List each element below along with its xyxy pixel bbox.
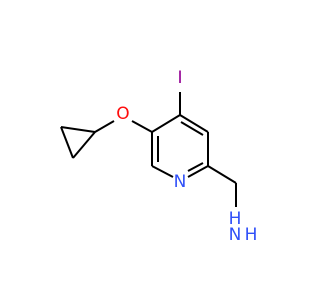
chemical-structure-diagram: I O N H N H: [60, 68, 258, 245]
bond-oxygen-cyclopropyl: [94, 120, 115, 133]
bond-cyclopropyl-a: [60, 126, 96, 133]
bond-c4-c5: [179, 114, 209, 133]
ring-nitrogen-label: N: [174, 172, 187, 192]
iodine-label: I: [177, 68, 182, 88]
bond-n1-c2: [151, 165, 174, 178]
bond-c3-oxygen: [131, 120, 153, 133]
bond-c4-c3: [151, 114, 181, 133]
amine-h2-label: H: [245, 225, 258, 245]
oxygen-label: O: [116, 104, 129, 124]
bond-cyclopropyl-b: [72, 131, 96, 159]
bond-c6-methylene: [207, 165, 237, 184]
bond-cyclopropyl-c: [60, 126, 74, 159]
bond-c6-n1: [187, 165, 209, 178]
amine-h1-label: H: [229, 209, 242, 229]
amine-nitrogen-label: N: [229, 225, 242, 245]
bond-c6-n1-double: [187, 162, 204, 172]
bond-c4-c5-double: [180, 121, 204, 136]
